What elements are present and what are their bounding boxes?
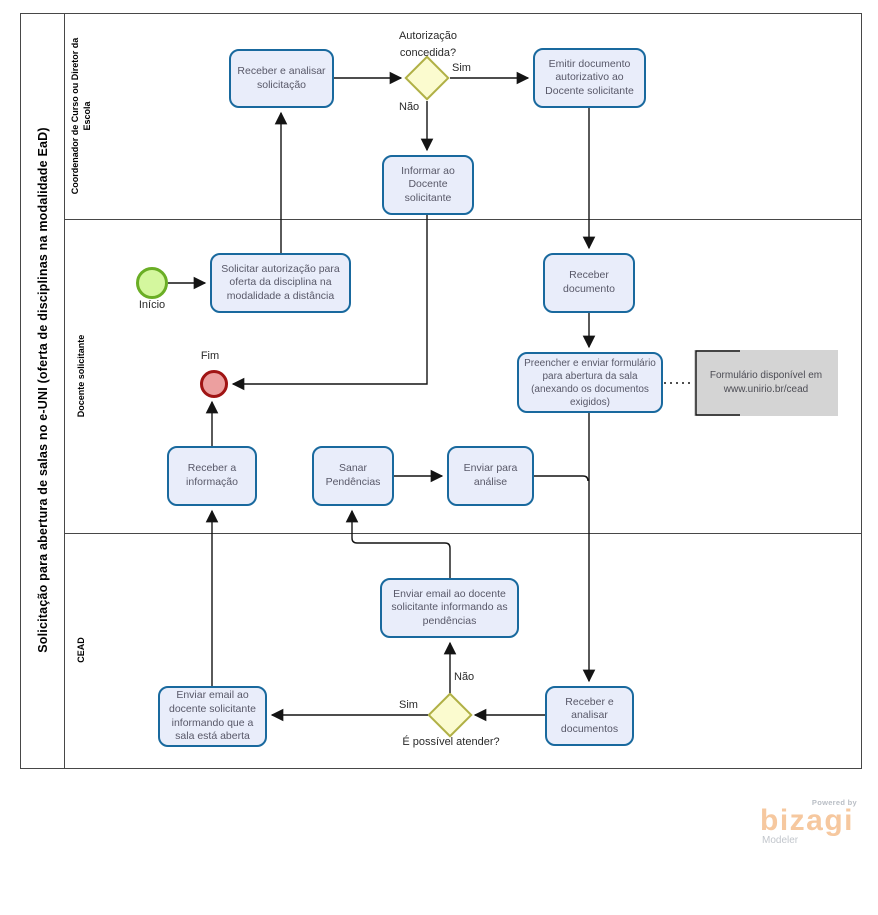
task-preencher-formulario: Preencher e enviar formulário para abert… xyxy=(517,352,663,413)
pool-title-divider xyxy=(64,13,66,768)
task-solicitar-autorizacao: Solicitar autorização para oferta da dis… xyxy=(210,253,351,313)
gateway-autorizacao-label: Autorização concedida? xyxy=(398,30,458,59)
pool-border xyxy=(20,13,862,769)
gateway-atender-label: É possível atender? xyxy=(402,736,500,748)
end-event-label: Fim xyxy=(200,350,220,362)
edge-label-sim-1: Sim xyxy=(452,62,471,74)
pool-title: Solicitação para abertura de salas no e-… xyxy=(36,127,50,653)
edge-label-sim-2: Sim xyxy=(399,699,418,711)
task-receber-informacao: Receber a informação xyxy=(167,446,257,506)
lane-label-coordenador: Coordenador de Curso ou Diretor da Escol… xyxy=(69,37,92,195)
task-enviar-email-pendencias: Enviar email ao docente solicitante info… xyxy=(380,578,519,638)
bizagi-logo: Powered by bizagi Modeler xyxy=(760,798,860,846)
task-receber-analisar-solicitacao: Receber e analisar solicitação xyxy=(229,49,334,108)
edge-label-nao-2: Não xyxy=(454,671,475,683)
annotation-formulario: Formulário disponível em www.unirio.br/c… xyxy=(694,350,838,416)
lane-label-cead: CEAD xyxy=(75,637,86,663)
task-enviar-para-analise: Enviar para análise xyxy=(447,446,534,506)
edge-label-nao-1: Não xyxy=(399,101,420,113)
modeler-text: Modeler xyxy=(762,834,799,846)
lane-label-docente: Docente solicitante xyxy=(75,334,86,418)
task-sanar-pendencias: Sanar Pendências xyxy=(312,446,394,506)
task-enviar-email-sala-aberta: Enviar email ao docente solicitante info… xyxy=(158,686,267,747)
lane-divider-1 xyxy=(65,219,861,221)
lane-divider-2 xyxy=(65,533,861,535)
start-event xyxy=(136,267,168,299)
end-event xyxy=(200,370,228,398)
powered-by-text: Powered by xyxy=(811,798,857,807)
task-emitir-documento: Emitir documento autorizativo ao Docente… xyxy=(533,48,646,108)
bizagi-wordmark: bizagi xyxy=(760,804,855,837)
task-informar-docente: Informar ao Docente solicitante xyxy=(382,155,474,215)
start-event-label: Início xyxy=(138,299,166,311)
task-receber-documento: Receber documento xyxy=(543,253,635,313)
task-receber-analisar-documentos: Receber e analisar documentos xyxy=(545,686,634,746)
